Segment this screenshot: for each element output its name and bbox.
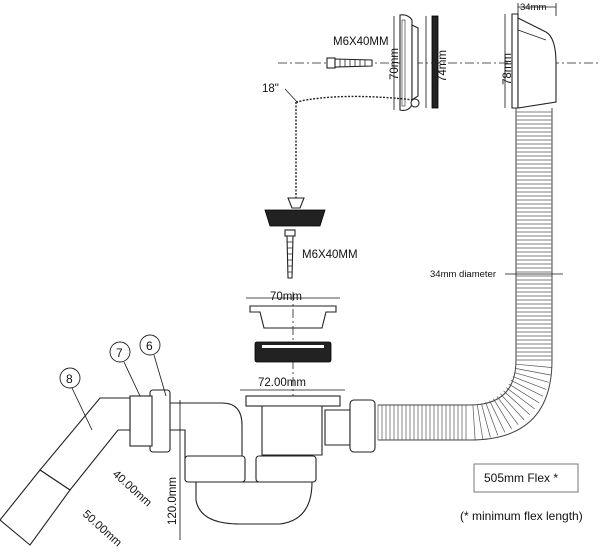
callout-7-leader [123,361,141,397]
callout-7: 7 [116,346,123,360]
dim-70-label: 70mm [389,48,401,80]
dim-40-label: 40.00mm [110,468,154,509]
footnote: (* minimum flex length) [460,509,583,523]
callout-6: 6 [146,339,153,353]
chain-clip [410,98,420,108]
callout-8-circle [59,367,81,389]
plug-chain [295,95,415,200]
dim-78-label: 78mm [502,53,514,85]
overflow-screw [326,57,373,69]
callout-8: 8 [66,372,73,386]
dim-74-label: 74mm [437,50,449,82]
dim-outlet-label: 72.00mm [258,377,306,389]
screw-top-label: M6X40MM [333,36,389,48]
callout-8-leader [71,387,93,431]
overflow-gasket [431,15,439,109]
overflow-faceplate [399,14,419,111]
hose-diameter-label: 34mm diameter [430,269,496,280]
bath-plug [264,197,326,227]
dim-34-label: 34mm [520,2,546,13]
waste-screw [284,229,296,279]
screw-mid-label: M6X40MM [302,249,358,261]
waste-washer [254,341,332,363]
dim-waste-label: 70mm [270,291,302,303]
angle-label: 18" [262,83,279,95]
dim-trap-label: 120.0mm [167,477,179,525]
overflow-body [511,13,557,109]
angle-leader [284,88,299,104]
callout-6-leader [153,354,167,397]
flex-hose [377,108,553,441]
callout-6-circle [139,334,161,356]
flex-length-label: 505mm Flex * [484,471,558,485]
compression-nut [129,389,171,453]
dim-50-label: 50.00mm [80,508,124,549]
flex-length-box [473,463,579,493]
angled-outlet-pipe [0,397,131,546]
trap-body [167,395,376,525]
callout-7-circle [109,341,131,363]
